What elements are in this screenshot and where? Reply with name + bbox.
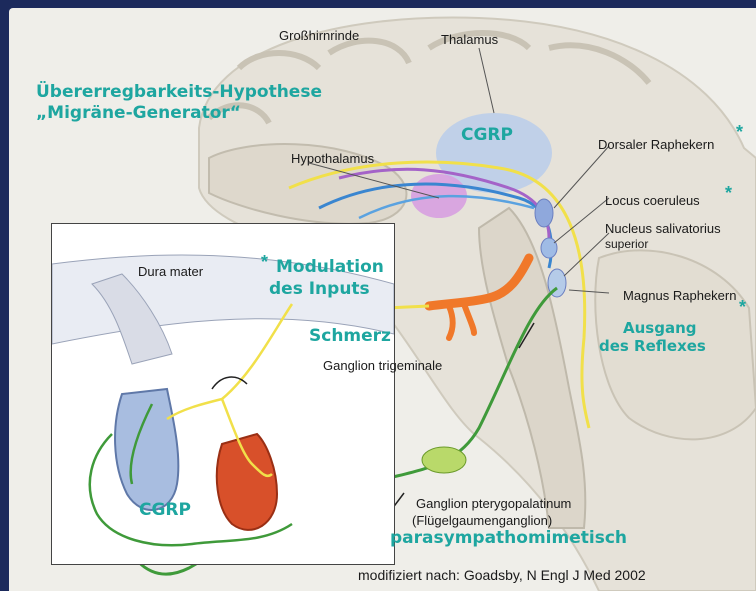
label-cgrp-inset: CGRP: [139, 500, 191, 521]
locus-coeruleus-nucleus: [541, 238, 557, 258]
label-dura-mater: Dura mater: [138, 264, 203, 279]
blue-vessel: [115, 389, 178, 510]
asterisk-modulation: *: [261, 255, 268, 270]
label-modulation-line2: des Inputs: [269, 279, 370, 300]
label-nucleus-line2: superior: [605, 237, 648, 252]
label-parasympatho: parasympathomimetisch: [390, 528, 627, 549]
pterygopalatine-ganglion: [422, 447, 466, 473]
label-pain: Schmerz: [309, 326, 391, 347]
label-pterygo-line2: (Flügelgaumenganglion): [412, 513, 552, 528]
red-vessel: [217, 434, 277, 530]
label-thalamus: Thalamus: [441, 32, 498, 47]
asterisk-locus-coeruleus: *: [725, 186, 732, 201]
label-output-line1: Ausgang: [623, 319, 697, 337]
label-dorsal-raphe: Dorsaler Raphekern: [598, 137, 714, 152]
citation: modifiziert nach: Goadsby, N Engl J Med …: [358, 568, 646, 583]
label-ganglion-trigeminale: Ganglion trigeminale: [323, 358, 442, 373]
dorsal-raphe-nucleus: [535, 199, 553, 227]
label-cgrp-brain: CGRP: [461, 125, 513, 146]
label-hypothalamus: Hypothalamus: [291, 151, 374, 166]
label-nucleus-line1: Nucleus salivatorius: [605, 221, 721, 236]
asterisk-magnus-raphe: *: [739, 300, 746, 315]
illustration-frame: Großhirnrinde Thalamus Übererregbarkeits…: [9, 8, 756, 591]
label-pterygo-line1: Ganglion pterygopalatinum: [416, 496, 571, 511]
label-cortex: Großhirnrinde: [279, 28, 359, 43]
label-magnus-raphe: Magnus Raphekern: [623, 288, 736, 303]
hypothesis-line1: Übererregbarkeits-Hypothese: [36, 82, 322, 103]
label-modulation-line1: Modulation: [276, 257, 384, 278]
label-locus-coeruleus: Locus coeruleus: [605, 193, 700, 208]
hypothesis-line2: „Migräne-Generator“: [36, 103, 241, 124]
label-output-line2: des Reflexes: [599, 337, 706, 355]
asterisk-dorsal-raphe: *: [736, 125, 743, 140]
